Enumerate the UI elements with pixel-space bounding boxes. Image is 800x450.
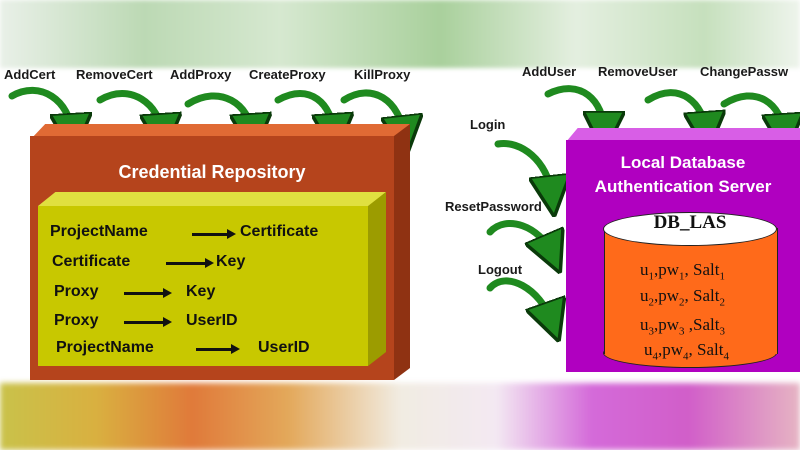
mapping-3-to: UserID (186, 312, 238, 329)
op-label-adduser: AddUser (522, 64, 577, 79)
db-row-4: u4,pw4, Salt4 (644, 340, 729, 363)
resetpassword-arrow (486, 220, 552, 254)
mapping-3-arrow (124, 317, 172, 327)
mapping-2-to: Key (186, 283, 216, 300)
mapping-4-to: UserID (258, 339, 310, 356)
mapping-3-from: Proxy (54, 312, 99, 329)
op-label-removecert: RemoveCert (76, 67, 153, 82)
las-top-face (566, 128, 800, 142)
op-label-killproxy: KillProxy (354, 67, 411, 82)
removeuser-arrow (644, 89, 706, 132)
mapping-panel-side-face (368, 192, 386, 366)
op-label-login: Login (470, 117, 506, 132)
adduser-arrow (544, 85, 604, 132)
op-label-addproxy: AddProxy (170, 67, 232, 82)
db-cylinder (604, 228, 778, 354)
db-row-2: u2,pw2, Salt2 (640, 286, 725, 309)
mapping-4-from: ProjectName (56, 339, 154, 356)
mapping-0-to: Certificate (240, 223, 319, 240)
mapping-0-from: ProjectName (50, 223, 148, 240)
op-label-changepassword: ChangePassw (700, 64, 789, 79)
mapping-panel (38, 206, 368, 366)
db-cylinder-top (603, 212, 777, 246)
mapping-4-arrow (196, 344, 240, 354)
op-label-addcert: AddCert (4, 67, 56, 82)
mapping-panel-top-face (38, 192, 386, 206)
addcert-arrow (8, 86, 72, 134)
login-arrow (494, 140, 552, 196)
db-cylinder-cover (605, 340, 775, 354)
mapping-2-from: Proxy (54, 283, 99, 300)
changepassword-arrow (720, 92, 784, 134)
db-row-3: u3,pw3 ,Salt3 (640, 315, 725, 338)
logout-arrow (486, 277, 552, 322)
op-label-resetpassword: ResetPassword (445, 199, 542, 214)
op-label-createproxy: CreateProxy (249, 67, 326, 82)
op-label-removeuser: RemoveUser (598, 64, 678, 79)
las-title-line2: Authentication Server (594, 177, 772, 196)
db-row-1: u1,pw1, Salt1 (640, 260, 725, 283)
top-blur-band (0, 0, 800, 68)
mapping-0-arrow (192, 229, 236, 239)
mapping-1-from: Certificate (52, 253, 131, 270)
db-name: DB_LAS (653, 212, 727, 233)
op-label-logout: Logout (478, 262, 523, 277)
mapping-1-to: Key (216, 253, 246, 270)
mapping-2-arrow (124, 288, 172, 298)
las-title-line1: Local Database (620, 153, 746, 172)
bottom-blur-band (0, 383, 800, 450)
mapping-1-arrow (166, 258, 214, 268)
repository-side-face (394, 124, 410, 380)
repository-title: Credential Repository (118, 162, 306, 182)
